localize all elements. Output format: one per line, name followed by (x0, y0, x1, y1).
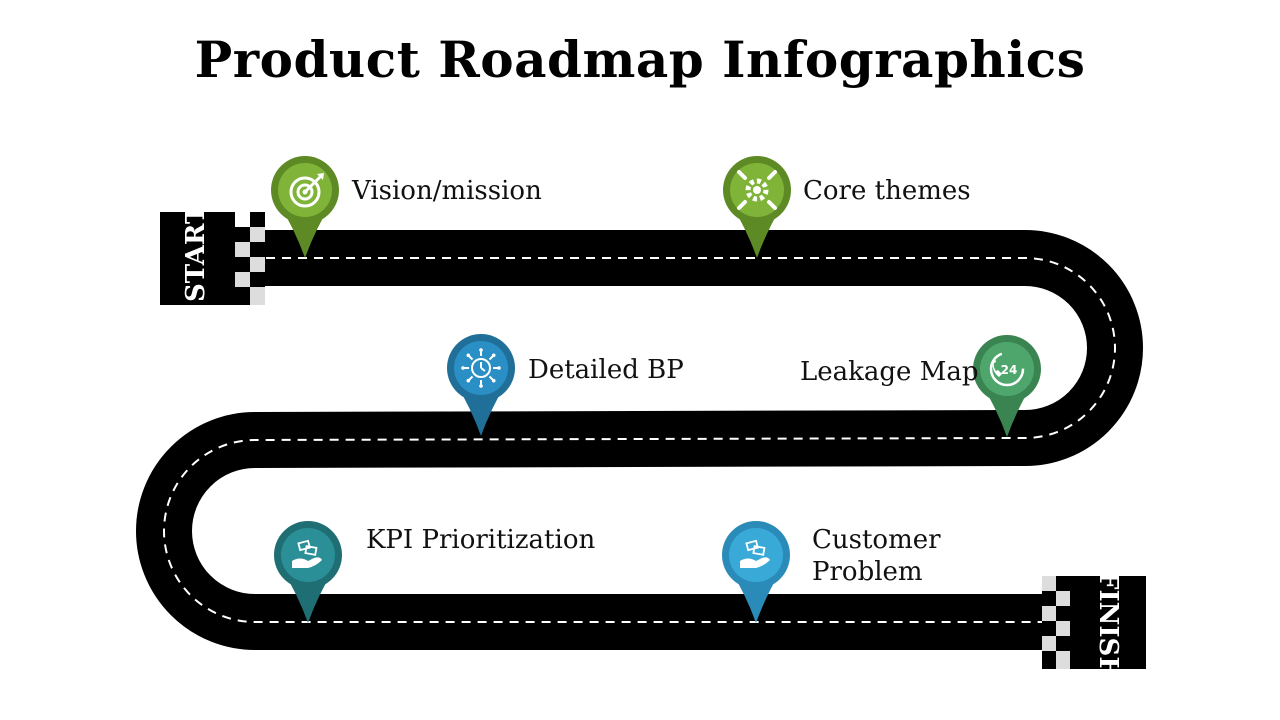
milestone-label-core-themes: Core themes (803, 176, 971, 206)
milestone-label-kpi: KPI Prioritization (366, 525, 596, 555)
phone-24-icon: 24 (989, 351, 1025, 387)
pin-face (980, 342, 1034, 396)
milestone-pin (447, 334, 515, 436)
gears-icon (737, 170, 777, 210)
start-label: START (181, 204, 211, 302)
milestone-pin (722, 521, 790, 623)
milestone-pin (274, 521, 342, 623)
svg-text:24: 24 (1001, 363, 1018, 377)
hand-money-icon (740, 539, 770, 568)
page-title: Product Roadmap Infographics (194, 30, 1086, 89)
start-flag (160, 212, 265, 305)
finish-label: FINISH (1093, 571, 1123, 681)
pin-face (281, 528, 335, 582)
milestone-pin (271, 156, 339, 258)
milestone-label-leakage-map: Leakage Map (800, 357, 979, 387)
pin-face (729, 528, 783, 582)
finish-flag (1042, 576, 1146, 669)
milestone-pin: 24 (973, 335, 1041, 437)
target-icon (289, 173, 324, 208)
clock-arrows-icon (461, 348, 501, 388)
hand-money-icon (292, 539, 322, 568)
road-center-line (163, 257, 1116, 623)
milestone-pin (723, 156, 791, 258)
milestone-label-detailed-bp: Detailed BP (528, 355, 684, 385)
milestone-label-customer: Customer Problem (812, 525, 941, 587)
milestone-label-vision: Vision/mission (352, 176, 542, 206)
